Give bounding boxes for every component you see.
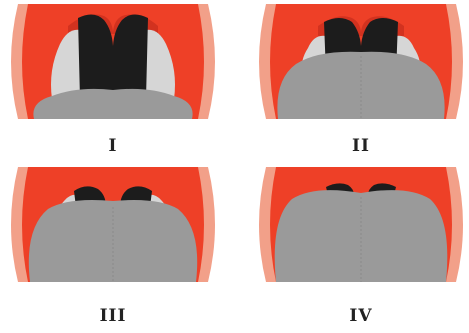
label-class-3: III: [8, 306, 218, 326]
panel-class-2: [256, 4, 466, 119]
mouth-illustration-class-3: [8, 167, 218, 282]
mouth-illustration-class-1: [8, 4, 218, 119]
label-class-1: I: [8, 136, 218, 156]
panel-class-1: [8, 4, 218, 119]
mouth-illustration-class-2: [256, 4, 466, 119]
panel-class-3: [8, 167, 218, 282]
panel-class-4: [256, 167, 466, 282]
label-class-4: IV: [256, 306, 466, 326]
label-class-2: II: [256, 136, 466, 156]
tongue: [275, 190, 448, 282]
mouth-illustration-class-4: [256, 167, 466, 282]
